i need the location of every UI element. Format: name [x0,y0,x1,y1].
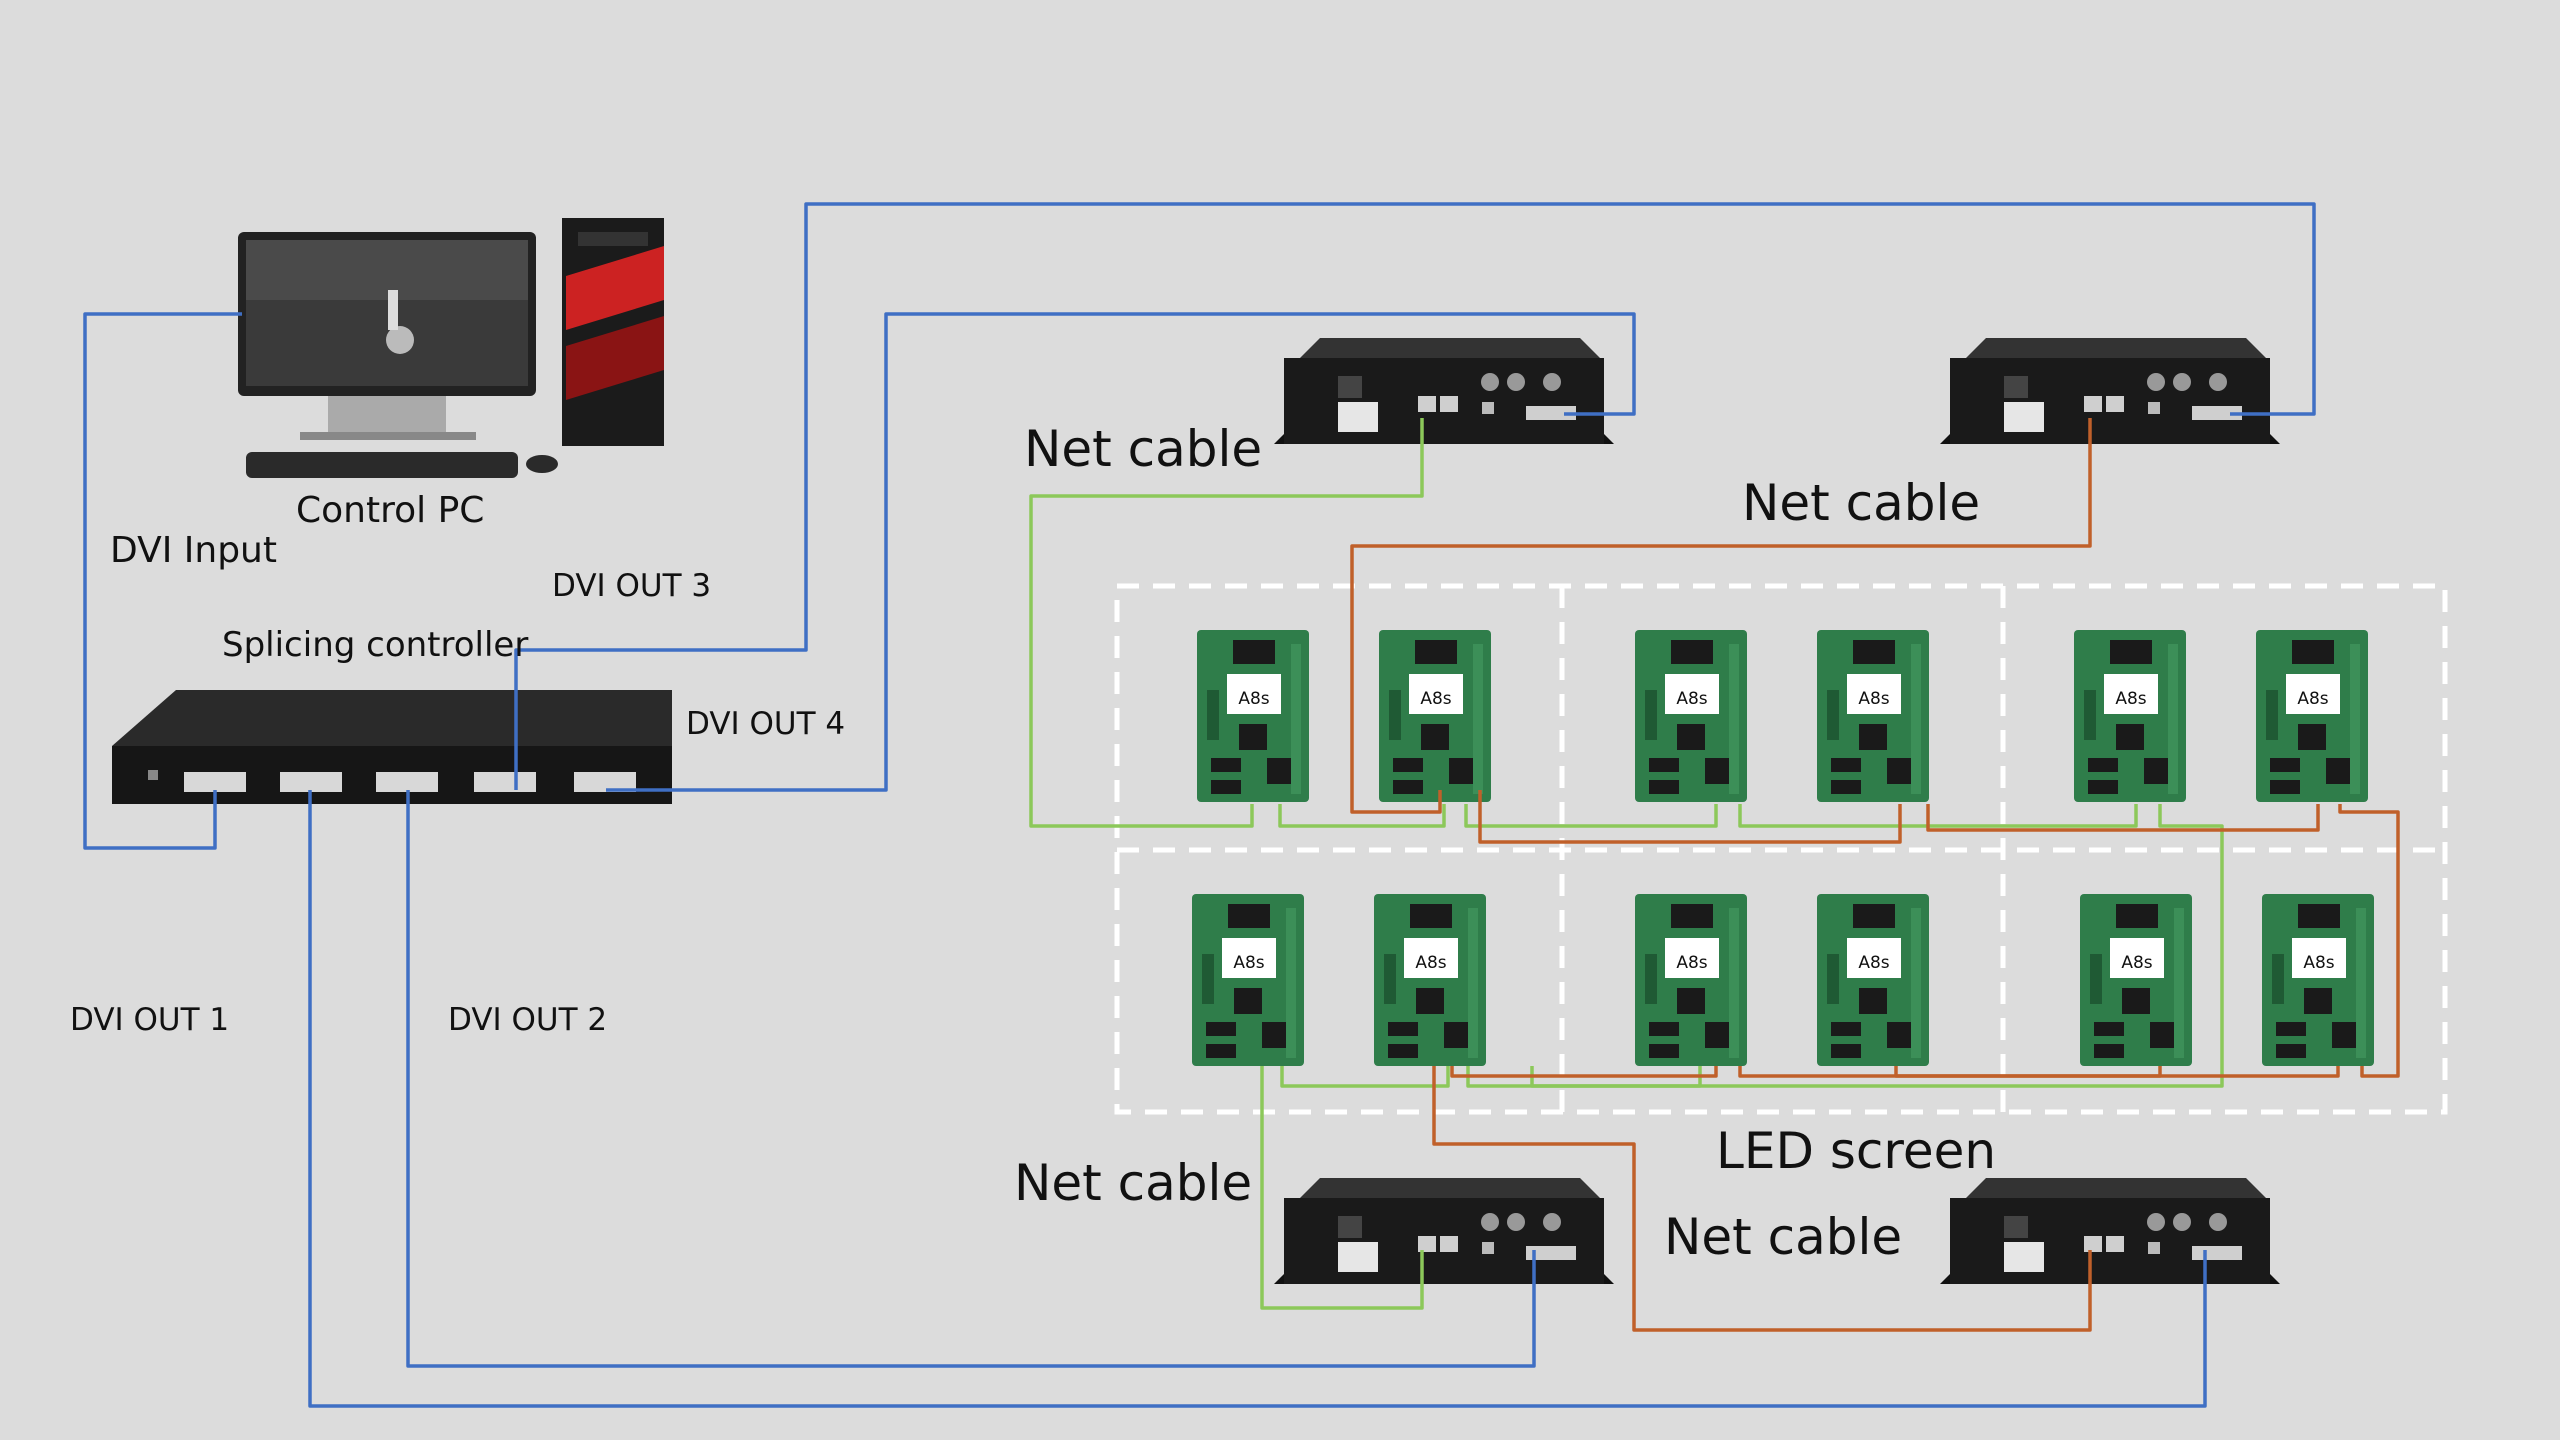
receiving-card: A8s [1192,894,1304,1066]
dvi-out-4-label: DVI OUT 4 [686,706,845,742]
net-cable-green-top [1029,418,2224,1088]
receiving-card: A8s [1817,894,1929,1066]
sending-box-bottom-right [1940,1178,2280,1284]
card-model-label: A8s [2297,689,2328,709]
card-model-label: A8s [1420,689,1451,709]
receiving-cards: A8s A8s A8s A8s A8s A8s A8s A8s A8s A8s … [1192,630,2374,1066]
dvi-port-out-4 [574,772,636,792]
net-cable-orange-bottom [1432,1066,2162,1332]
led-screen-grid [1114,583,2448,1115]
card-model-label: A8s [1858,953,1889,973]
control-pc [238,218,664,478]
sending-box-bottom-left [1274,1178,1614,1284]
net-cable-label-top-right: Net cable [1742,474,1980,532]
dvi-port-out-2 [376,772,438,792]
dvi-out-2-cable [406,790,1536,1368]
sending-box-top-left [1274,338,1614,444]
dvi-out-3-label: DVI OUT 3 [552,568,711,604]
receiving-card: A8s [1379,630,1491,802]
receiving-card: A8s [2074,630,2186,802]
dvi-input-cable [83,312,242,850]
dvi-input-label: DVI Input [110,530,277,571]
led-screen-label: LED screen [1716,1122,1996,1180]
receiving-card: A8s [1817,630,1929,802]
dvi-port-out-3 [474,772,536,792]
receiving-card: A8s [2256,630,2368,802]
sending-box-top-right [1940,338,2280,444]
card-model-label: A8s [1233,953,1264,973]
receiving-card: A8s [1635,630,1747,802]
dvi-cables [83,202,2316,1408]
card-model-label: A8s [1676,953,1707,973]
card-model-label: A8s [1858,689,1889,709]
receiving-card: A8s [1635,894,1747,1066]
dvi-port-in [184,772,246,792]
dvi-out-2-label: DVI OUT 2 [448,1002,607,1038]
card-model-label: A8s [1415,953,1446,973]
net-cable-label-bottom-right: Net cable [1664,1208,1902,1266]
dvi-out-1-label: DVI OUT 1 [70,1002,229,1038]
dvi-port-out-1 [280,772,342,792]
net-cable-label-bottom-left: Net cable [1014,1154,1252,1212]
receiving-card: A8s [1197,630,1309,802]
receiving-card: A8s [2080,894,2192,1066]
splicing-controller-label: Splicing controller [222,625,528,665]
receiving-card: A8s [2262,894,2374,1066]
splicing-controller [112,690,672,804]
net-cable-label-top-left: Net cable [1024,420,1262,478]
card-model-label: A8s [2115,689,2146,709]
receiving-card: A8s [1374,894,1486,1066]
card-model-label: A8s [2303,953,2334,973]
dvi-out-1-cable [308,790,2207,1408]
card-model-label: A8s [1238,689,1269,709]
dvi-out-3-cable [514,202,2316,790]
card-model-label: A8s [1676,689,1707,709]
dvi-out-4-cable [606,312,1636,792]
control-pc-label: Control PC [296,490,484,531]
card-model-label: A8s [2121,953,2152,973]
